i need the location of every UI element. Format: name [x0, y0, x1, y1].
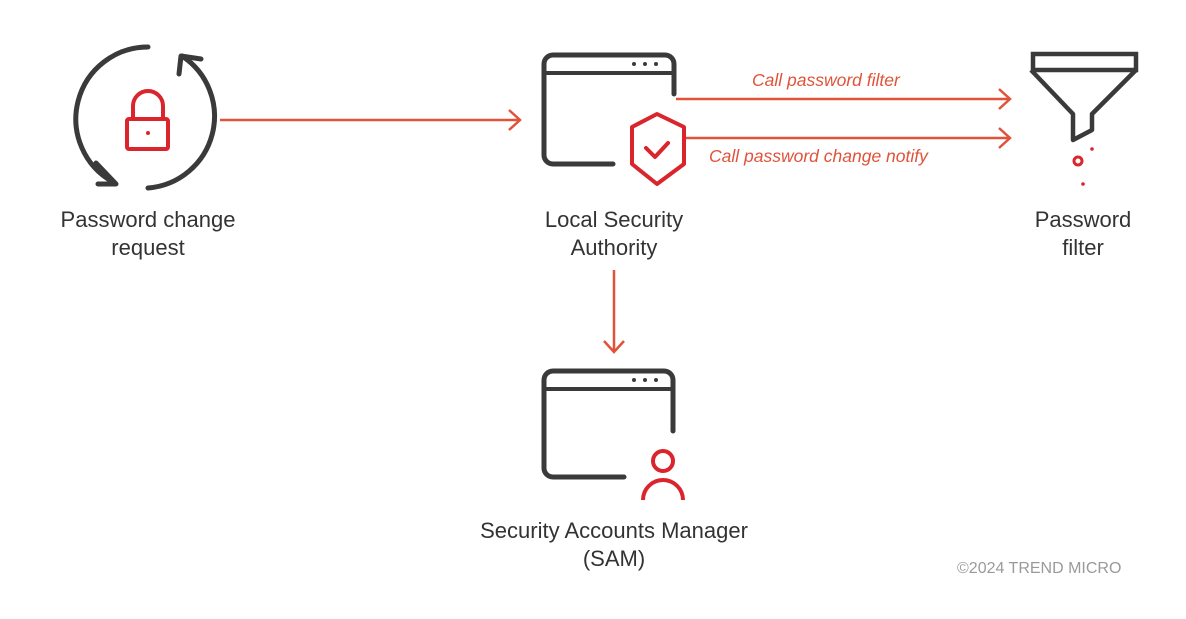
node-password-filter-label: Password filter	[1003, 206, 1163, 262]
label-line: Authority	[570, 235, 658, 260]
window-frame	[541, 368, 676, 480]
funnel-body	[1029, 68, 1138, 143]
window-dot	[643, 62, 647, 66]
funnel-icon	[1029, 51, 1139, 186]
user-shoulders	[641, 478, 685, 501]
lock-refresh-icon	[73, 44, 217, 191]
shield-icon	[630, 112, 686, 186]
window-frame	[541, 52, 677, 167]
window-dot	[654, 378, 658, 382]
label-line: filter	[1062, 235, 1104, 260]
user-head	[651, 449, 675, 473]
drop-ring	[1072, 155, 1084, 167]
arrow-call-password-change-notify	[686, 127, 1012, 149]
drop-dot	[1081, 182, 1085, 186]
padlock-body	[125, 117, 170, 151]
label-line: Password change	[60, 207, 236, 232]
padlock-keyhole	[146, 131, 150, 135]
label-line: request	[111, 235, 185, 260]
refresh-arrowhead-bottom	[93, 160, 119, 187]
arrow-call-password-filter	[676, 88, 1012, 110]
refresh-arc-left	[73, 44, 151, 185]
label-line: Local Security	[544, 207, 684, 232]
copyright-notice: ©2024 TREND MICRO	[957, 560, 1122, 577]
edge-label-call-password-change-notify: Call password change notify	[709, 146, 928, 166]
window-dot	[632, 378, 636, 382]
arrow-lsa-to-sam	[603, 270, 625, 354]
window-dot	[654, 62, 658, 66]
padlock-shackle	[131, 89, 165, 119]
node-lsa-label: Local Security Authority	[494, 206, 734, 262]
arrow-request-to-lsa	[220, 109, 522, 131]
refresh-arrowhead-top	[176, 53, 204, 77]
label-line: Password	[1034, 207, 1132, 232]
window-user-icon	[541, 368, 685, 501]
checkmark-icon	[644, 141, 670, 159]
drop-dot	[1090, 147, 1094, 151]
window-shield-icon	[541, 52, 686, 186]
edge-label-call-password-filter: Call password filter	[752, 70, 900, 90]
label-line: Security Accounts Manager	[480, 518, 748, 543]
refresh-arc-right	[145, 53, 217, 191]
window-dot	[632, 62, 636, 66]
label-line: (SAM)	[582, 546, 646, 571]
funnel-rim	[1030, 51, 1139, 73]
window-dot	[643, 378, 647, 382]
node-sam-label: Security Accounts Manager (SAM)	[414, 517, 814, 573]
node-password-change-request-label: Password change request	[30, 206, 266, 262]
